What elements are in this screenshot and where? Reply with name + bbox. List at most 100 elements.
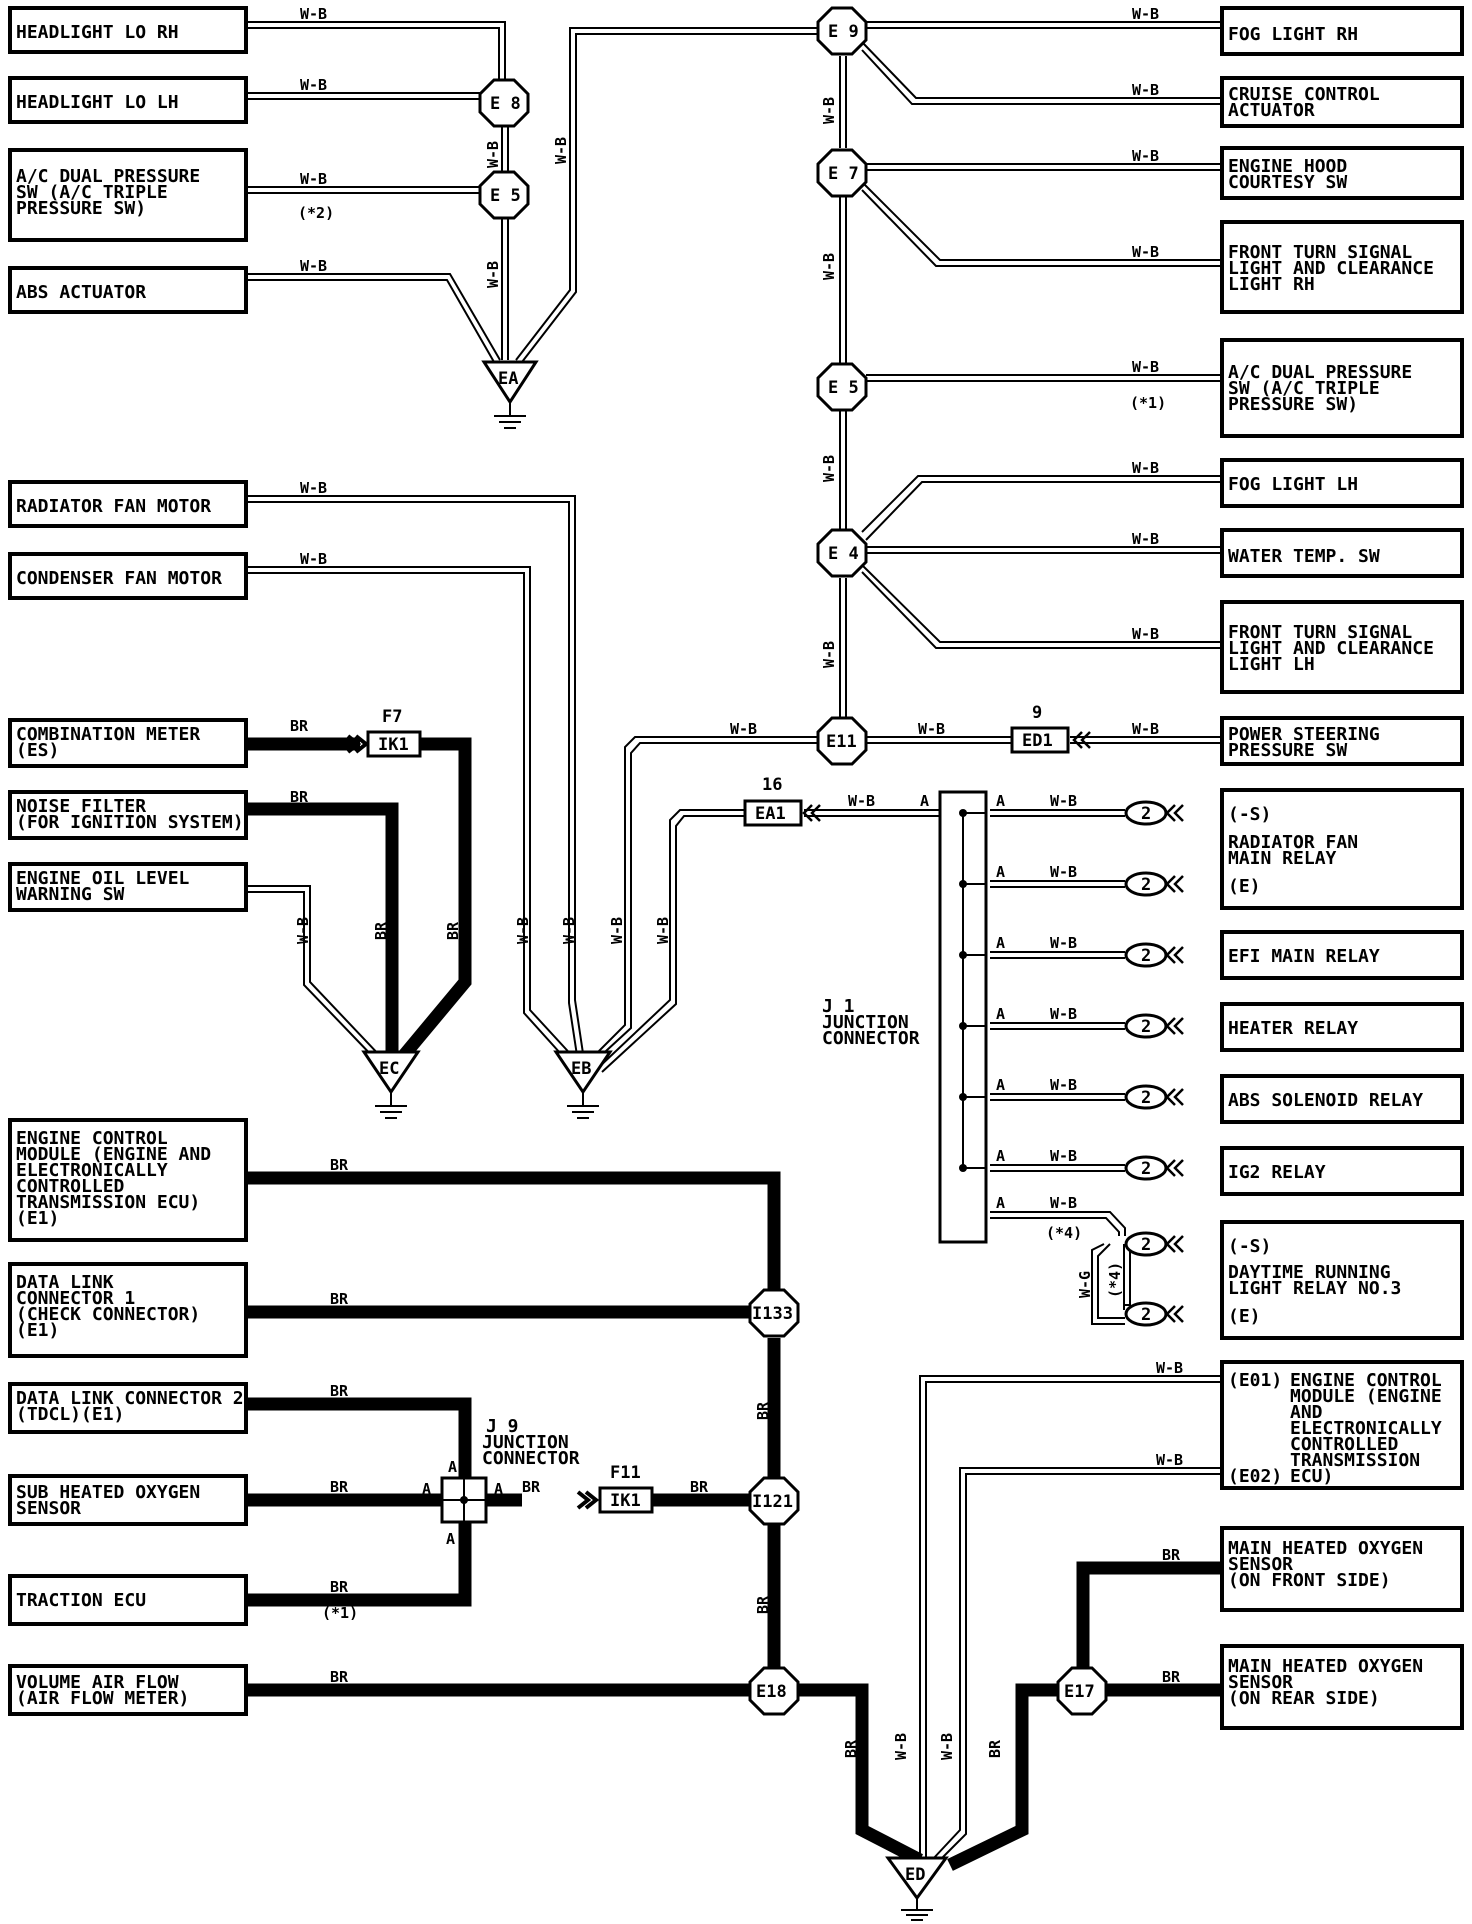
svg-text:BR: BR xyxy=(1162,1546,1181,1564)
svg-text:A: A xyxy=(494,1480,503,1498)
svg-text:W-B: W-B xyxy=(300,479,327,497)
svg-text:DATA LINK CONNECTOR 2: DATA LINK CONNECTOR 2 xyxy=(16,1388,244,1409)
svg-text:(E): (E) xyxy=(1228,1306,1261,1327)
svg-text:A: A xyxy=(996,1076,1005,1094)
svg-text:BR: BR xyxy=(754,1595,772,1614)
svg-text:MODULE (ENGINE AND: MODULE (ENGINE AND xyxy=(16,1144,211,1165)
svg-text:TRANSMISSION: TRANSMISSION xyxy=(1290,1450,1420,1471)
svg-text:MAIN HEATED OXYGEN: MAIN HEATED OXYGEN xyxy=(1228,1656,1423,1677)
svg-text:W-B: W-B xyxy=(1050,1147,1077,1165)
svg-text:(E1): (E1) xyxy=(16,1208,59,1229)
svg-text:HEADLIGHT LO LH: HEADLIGHT LO LH xyxy=(16,92,179,113)
svg-text:E17: E17 xyxy=(1064,1682,1095,1702)
component-dlc1: DATA LINK CONNECTOR 1 (CHECK CONNECTOR) … xyxy=(8,1262,248,1358)
svg-text:E 4: E 4 xyxy=(828,544,859,564)
svg-text:EFI MAIN RELAY: EFI MAIN RELAY xyxy=(1228,946,1380,967)
component-ac-dual-pressure-left: A/C DUAL PRESSURE SW (A/C TRIPLE PRESSUR… xyxy=(8,148,248,242)
svg-text:E 7: E 7 xyxy=(828,164,859,184)
svg-text:EC: EC xyxy=(379,1059,399,1079)
component-drl-relay: (-S) DAYTIME RUNNING LIGHT RELAY NO.3 (E… xyxy=(1220,1220,1464,1340)
svg-text:MODULE (ENGINE: MODULE (ENGINE xyxy=(1290,1386,1442,1407)
svg-text:(ON REAR SIDE): (ON REAR SIDE) xyxy=(1228,1688,1380,1709)
svg-text:W-B: W-B xyxy=(552,137,570,164)
component-engine-oil-level: ENGINE OIL LEVEL WARNING SW xyxy=(8,862,248,912)
junction-e11: E11 xyxy=(816,716,868,766)
j9-junction-connector: J 9 JUNCTION CONNECTOR xyxy=(440,1416,580,1524)
svg-text:W-B: W-B xyxy=(300,76,327,94)
svg-text:(E02): (E02) xyxy=(1228,1466,1282,1487)
svg-text:ACTUATOR: ACTUATOR xyxy=(1228,100,1315,121)
component-front-turn-lh: FRONT TURN SIGNAL LIGHT AND CLEARANCE LI… xyxy=(1220,600,1464,694)
component-power-steering: POWER STEERING PRESSURE SW xyxy=(1220,716,1464,766)
pin-2-efi: 2 xyxy=(1124,942,1168,968)
svg-text:I133: I133 xyxy=(752,1304,793,1324)
svg-text:9: 9 xyxy=(1032,703,1042,723)
svg-text:ENGINE CONTROL: ENGINE CONTROL xyxy=(1290,1370,1442,1391)
svg-text:W-B: W-B xyxy=(300,550,327,568)
svg-text:(CHECK CONNECTOR): (CHECK CONNECTOR) xyxy=(16,1304,200,1325)
junction-i121: I121 xyxy=(748,1476,800,1526)
svg-text:MAIN HEATED OXYGEN: MAIN HEATED OXYGEN xyxy=(1228,1538,1423,1559)
svg-text:W-B: W-B xyxy=(820,97,838,124)
junction-e7: E 7 xyxy=(816,148,868,198)
svg-text:(E1): (E1) xyxy=(16,1320,59,1341)
svg-text:LIGHT RH: LIGHT RH xyxy=(1228,274,1315,295)
svg-text:F11: F11 xyxy=(610,1463,641,1483)
svg-text:ELECTRONICALLY: ELECTRONICALLY xyxy=(16,1160,168,1181)
svg-text:W-B: W-B xyxy=(820,455,838,482)
svg-text:W-B: W-B xyxy=(1050,863,1077,881)
svg-text:TRANSMISSION ECU): TRANSMISSION ECU) xyxy=(16,1192,200,1213)
junction-e9: E 9 xyxy=(816,6,868,56)
component-headlight-lo-lh: HEADLIGHT LO LH xyxy=(8,76,248,124)
svg-text:W-B: W-B xyxy=(484,261,502,288)
component-combination-meter: COMBINATION METER (ES) xyxy=(8,718,248,768)
svg-text:(FOR IGNITION SYSTEM): (FOR IGNITION SYSTEM) xyxy=(16,812,244,833)
svg-text:(ON FRONT SIDE): (ON FRONT SIDE) xyxy=(1228,1570,1391,1591)
svg-text:BR: BR xyxy=(1162,1668,1181,1686)
junction-e5-right: E 5 xyxy=(816,362,868,412)
svg-text:W-B: W-B xyxy=(1156,1359,1183,1377)
component-radiator-fan-motor: RADIATOR FAN MOTOR xyxy=(8,480,248,528)
svg-text:W-B: W-B xyxy=(1132,358,1159,376)
svg-text:SENSOR: SENSOR xyxy=(1228,1554,1293,1575)
svg-text:CONNECTOR: CONNECTOR xyxy=(822,1028,920,1049)
component-radiator-fan-relay: (-S) RADIATOR FAN MAIN RELAY (E) xyxy=(1220,788,1464,910)
wire-labels: W-B W-B W-B W-B W-B W-B W-B W-B W-B W-B … xyxy=(290,5,1183,1686)
svg-text:2: 2 xyxy=(1141,804,1151,824)
svg-text:FOG LIGHT LH: FOG LIGHT LH xyxy=(1228,474,1358,495)
ground-ec: EC xyxy=(361,1050,421,1119)
j1-junction-connector: J 1 JUNCTION CONNECTOR xyxy=(822,790,988,1244)
svg-text:W-B: W-B xyxy=(918,720,945,738)
svg-text:LIGHT RELAY NO.3: LIGHT RELAY NO.3 xyxy=(1228,1278,1401,1299)
svg-text:PRESSURE SW): PRESSURE SW) xyxy=(1228,394,1358,415)
svg-text:(*1): (*1) xyxy=(1130,394,1166,412)
svg-text:BR: BR xyxy=(522,1478,541,1496)
component-ig2-relay: IG2 RELAY xyxy=(1220,1146,1464,1196)
svg-text:A: A xyxy=(996,1194,1005,1212)
component-volume-air-flow: VOLUME AIR FLOW (AIR FLOW METER) xyxy=(8,1664,248,1716)
svg-text:2: 2 xyxy=(1141,946,1151,966)
svg-text:2: 2 xyxy=(1141,1017,1151,1037)
svg-text:W-B: W-B xyxy=(514,917,532,944)
svg-text:E 5: E 5 xyxy=(828,378,859,398)
svg-text:A/C DUAL PRESSURE: A/C DUAL PRESSURE xyxy=(16,166,200,187)
svg-text:A: A xyxy=(996,934,1005,952)
svg-text:BR: BR xyxy=(330,1290,349,1308)
svg-text:W-B: W-B xyxy=(1132,459,1159,477)
svg-text:A: A xyxy=(422,1480,431,1498)
svg-text:IK1: IK1 xyxy=(378,735,409,755)
svg-text:EA1: EA1 xyxy=(755,804,786,824)
component-engine-hood: ENGINE HOOD COURTESY SW xyxy=(1220,146,1464,200)
vertical-wire-labels: W-B W-B W-B W-B W-B W-B W-B W-B BR BR W-… xyxy=(294,97,1124,1760)
svg-text:SENSOR: SENSOR xyxy=(16,1498,81,1519)
svg-text:W-B: W-B xyxy=(1132,625,1159,643)
svg-text:W-B: W-B xyxy=(1050,792,1077,810)
component-abs-actuator: ABS ACTUATOR xyxy=(8,266,248,314)
svg-text:(ES): (ES) xyxy=(16,740,59,761)
svg-text:FRONT TURN SIGNAL: FRONT TURN SIGNAL xyxy=(1228,622,1412,643)
svg-text:A: A xyxy=(448,1458,457,1476)
component-heater-relay: HEATER RELAY xyxy=(1220,1002,1464,1052)
svg-text:E 8: E 8 xyxy=(490,94,521,114)
svg-text:ABS ACTUATOR: ABS ACTUATOR xyxy=(16,282,146,303)
component-ecm-right: (E01) (E02) ENGINE CONTROL MODULE (ENGIN… xyxy=(1220,1360,1464,1490)
